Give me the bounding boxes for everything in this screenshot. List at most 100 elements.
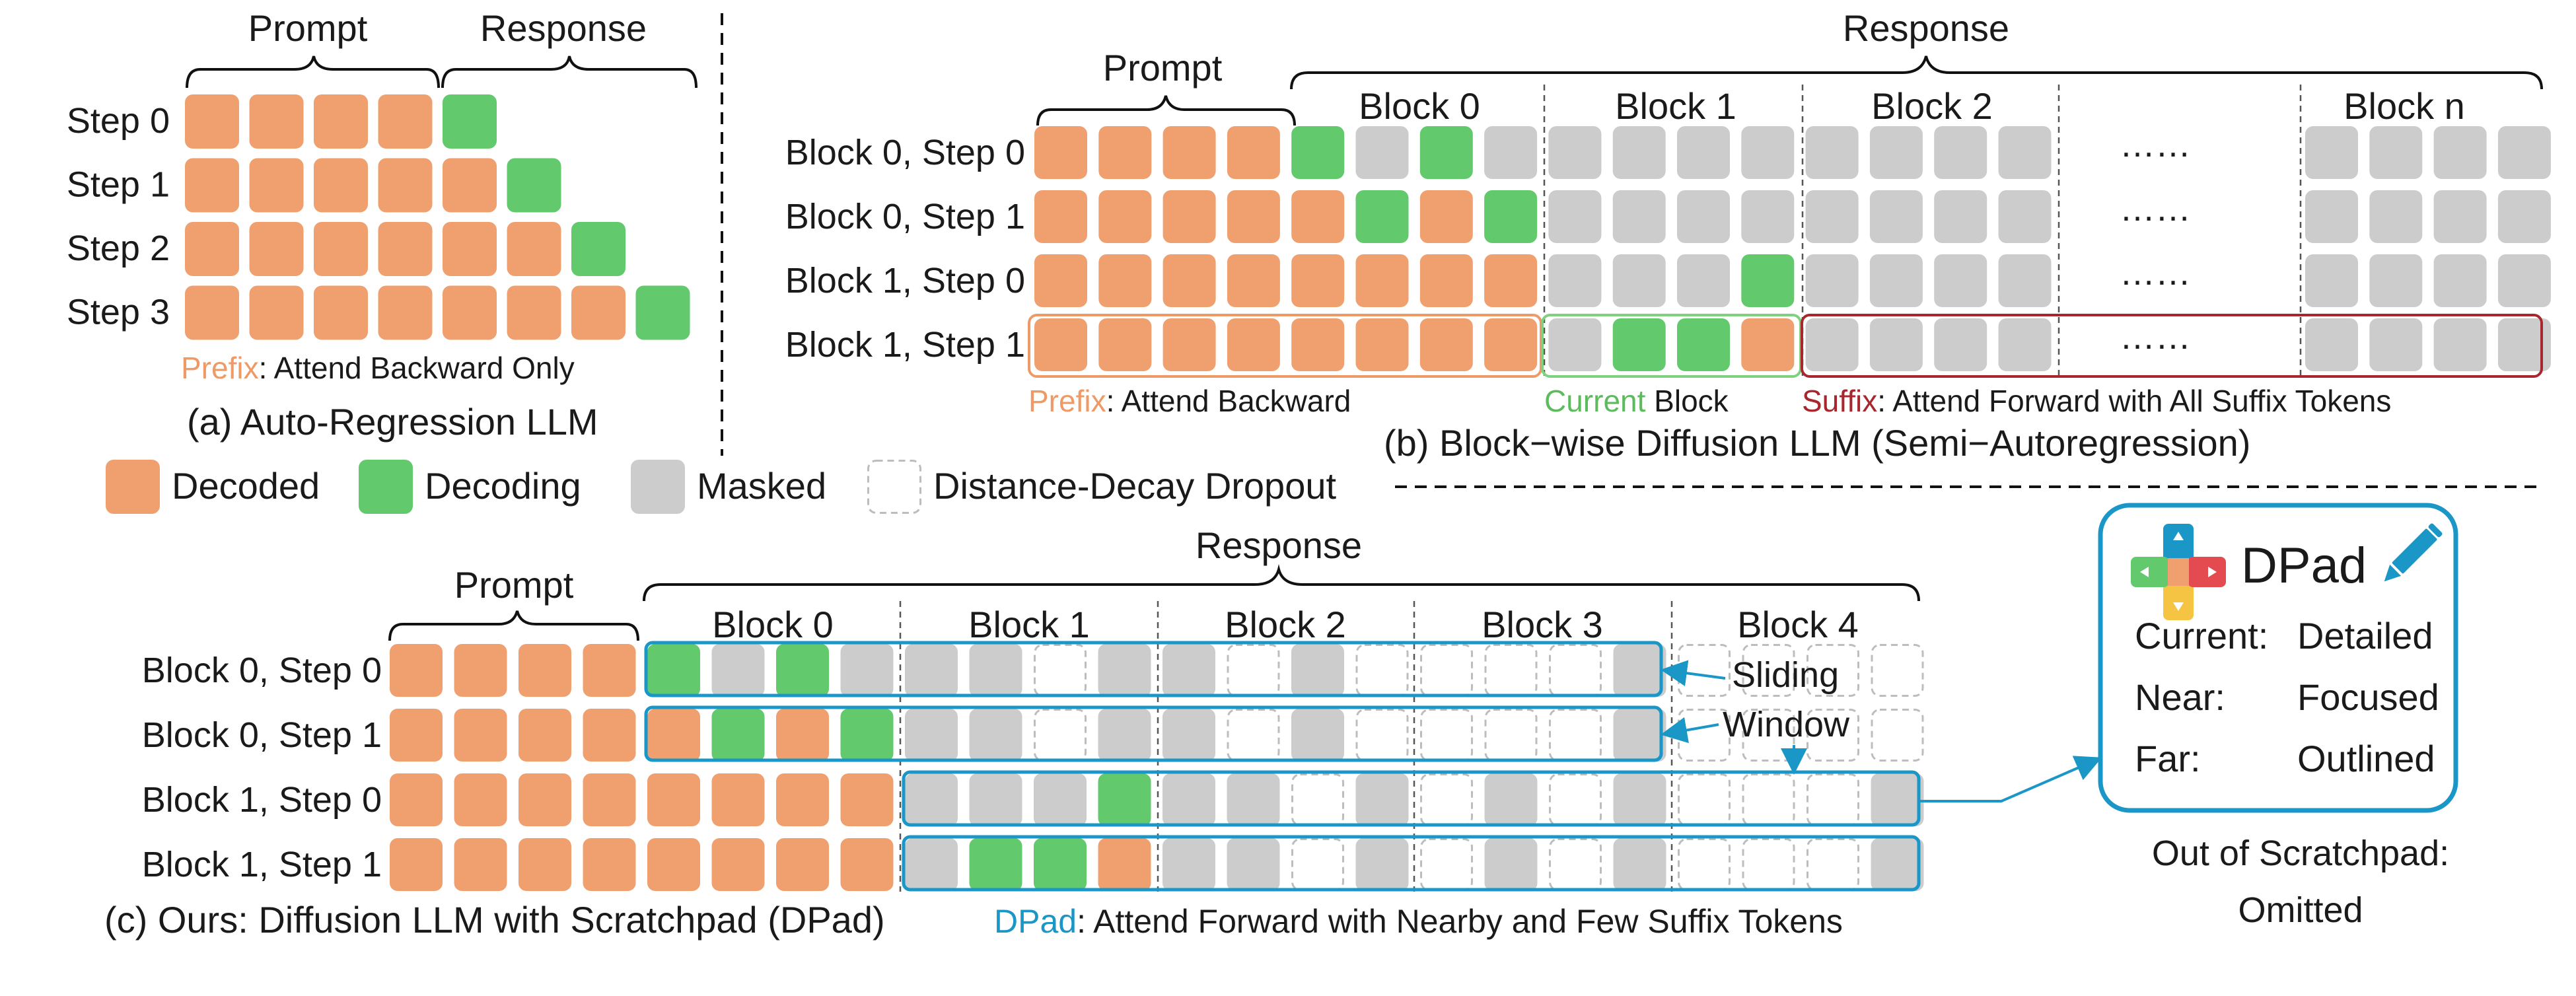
token-masked: [1869, 190, 1923, 243]
row-label: Block 1, Step 0: [785, 261, 1025, 301]
current-rest-b: Block: [1645, 384, 1729, 418]
row-label: Block 1, Step 0: [142, 780, 382, 820]
token-masked: [2369, 254, 2423, 307]
block-label: Block n: [2343, 85, 2465, 127]
token-decoded-response: [507, 285, 561, 340]
token-dropout: [1678, 709, 1731, 762]
token-masked: [1291, 644, 1344, 697]
brace-response-c: [643, 564, 1920, 602]
prefix-word-b: Prefix: [1028, 384, 1106, 418]
token-masked: [2369, 318, 2423, 371]
panel-c-token-grid: [390, 644, 1924, 891]
token-decoding-response: [507, 158, 561, 213]
block-label: Block 0: [712, 604, 834, 645]
token-dropout: [1484, 644, 1538, 697]
panel-a-response-label: Response: [480, 7, 647, 49]
token-decoded-prompt: [249, 158, 304, 213]
step-label: Step 2: [67, 229, 170, 268]
token-dropout: [1034, 709, 1087, 762]
token-dropout: [1420, 709, 1473, 762]
token-decoding: [1098, 773, 1151, 826]
token-dropout: [1871, 709, 1924, 762]
token-masked: [1613, 644, 1666, 697]
token-masked: [1871, 773, 1924, 826]
token-decoded: [583, 644, 636, 697]
token-decoded-response: [571, 285, 626, 340]
dpad-logo-icon: [2131, 524, 2226, 620]
dpad-row-near-value: Focused: [2297, 676, 2439, 718]
token-decoded: [390, 644, 443, 697]
brace-response-b: [1290, 55, 2543, 90]
token-decoding: [1612, 318, 1666, 371]
token-masked: [1869, 318, 1923, 371]
token-decoded: [647, 709, 700, 762]
token-decoded: [519, 773, 571, 826]
token-dropout: [1420, 644, 1473, 697]
legend-swatch-dropout: [867, 460, 921, 514]
dpad-row-current-key: Current:: [2135, 615, 2268, 657]
token-decoding-response: [635, 285, 690, 340]
token-decoded-response: [443, 222, 497, 276]
token-masked: [1934, 190, 1987, 243]
token-decoding: [840, 709, 894, 762]
token-dropout: [1420, 773, 1473, 826]
token-masked: [1612, 126, 1666, 179]
token-decoded: [1291, 190, 1345, 243]
token-dropout: [1355, 644, 1409, 697]
prefix-rest-b: : Attend Backward: [1106, 384, 1351, 418]
token-decoded: [1098, 838, 1151, 891]
token-decoding: [1355, 190, 1409, 243]
block-label: Block 0: [1359, 85, 1480, 127]
token-decoding: [711, 709, 765, 762]
window-outline-row2: [902, 770, 1921, 827]
token-decoded: [583, 773, 636, 826]
token-decoded: [1741, 318, 1795, 371]
token-decoding: [1419, 126, 1473, 179]
token-decoded-prompt: [249, 222, 304, 276]
panel-b-prefix-note: Prefix: Attend Backward: [1028, 384, 1351, 418]
current-word-b: Current: [1544, 384, 1646, 418]
token-dropout: [1742, 838, 1795, 891]
panel-a-prompt-label: Prompt: [248, 7, 368, 49]
token-dropout: [1742, 773, 1795, 826]
token-decoded: [647, 773, 700, 826]
dpad-row-near-key: Near:: [2135, 676, 2225, 718]
ellipsis: ……: [2120, 317, 2191, 357]
panel-c-prompt-label: Prompt: [454, 564, 574, 606]
token-masked: [1869, 254, 1923, 307]
prefix-rest-a: : Attend Backward Only: [259, 351, 575, 385]
token-masked: [969, 644, 1022, 697]
token-masked: [1484, 773, 1538, 826]
token-decoded: [1419, 318, 1473, 371]
token-decoding: [776, 644, 829, 697]
token-decoding: [1741, 254, 1795, 307]
panel-c-caption: (c) Ours: Diffusion LLM with Scratchpad …: [104, 899, 885, 941]
panel-c-dpad-note: DPad: Attend Forward with Nearby and Few…: [994, 903, 1843, 940]
token-masked: [1741, 126, 1795, 179]
token-masked: [2369, 126, 2423, 179]
token-decoded-prompt: [378, 158, 433, 213]
panel-b-current-note: Current Block: [1544, 384, 1729, 418]
token-masked: [1741, 190, 1795, 243]
token-masked: [1805, 190, 1859, 243]
token-decoded: [583, 709, 636, 762]
block-label: Block 2: [1225, 604, 1346, 645]
token-masked: [2433, 254, 2487, 307]
token-dropout: [1227, 709, 1280, 762]
ellipsis: ……: [2120, 253, 2191, 293]
token-masked: [2497, 190, 2551, 243]
token-dropout: [1807, 709, 1859, 762]
out-of-scratchpad-label: Out of Scratchpad:: [2152, 834, 2449, 873]
token-dropout: [1742, 709, 1795, 762]
token-decoded-prompt: [185, 158, 239, 213]
token-decoded: [1227, 126, 1280, 179]
token-dropout: [1549, 644, 1602, 697]
token-decoding-response: [571, 222, 626, 276]
dpad-row-current-value: Detailed: [2297, 615, 2433, 657]
token-decoded: [1098, 126, 1152, 179]
token-dropout: [1742, 644, 1795, 697]
panel-b-response-label: Response: [1843, 7, 2009, 49]
token-masked: [1548, 318, 1602, 371]
token-decoded-prompt: [314, 285, 368, 340]
token-decoded: [1163, 190, 1216, 243]
